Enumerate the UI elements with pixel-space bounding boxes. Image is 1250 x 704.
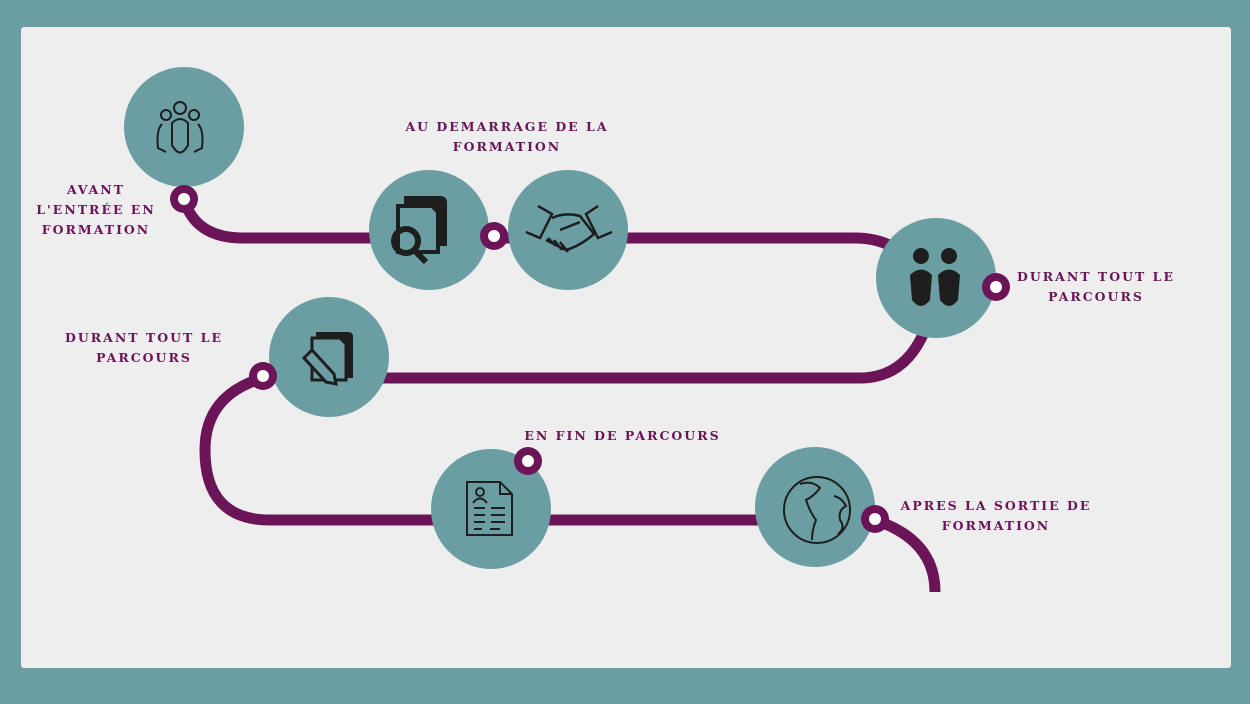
label-line: AVANT [67,182,125,197]
step-label-4: DURANT TOUT LE PARCOURS [1010,267,1182,307]
marker-2 [480,222,508,250]
label-line: L'ENTRÉE EN [36,202,156,217]
label-line: PARCOURS [1048,289,1144,304]
step-label-6: EN FIN DE PARCOURS [520,426,725,446]
label-line: FORMATION [41,222,151,237]
marker-4 [249,362,277,390]
handshake-icon [525,204,613,253]
marker-6 [861,505,889,533]
step-circle-7 [755,447,875,567]
step-circle-4 [876,218,996,338]
document-edit-icon [301,332,353,386]
marker-5 [514,447,542,475]
label-line: EN FIN DE PARCOURS [524,428,721,443]
label-line: AU DEMARRAGE DE LA [405,119,609,134]
label-line: DURANT TOUT LE [1017,269,1175,284]
step-label-7: APRES LA SORTIE DE FORMATION [893,496,1099,536]
path-markers [170,185,1010,533]
label-line: PARCOURS [96,350,192,365]
step-circle-3 [508,170,628,290]
step-label-5: DURANT TOUT LE PARCOURS [58,328,230,368]
step-label-1: AVANT L'ENTRÉE EN FORMATION [28,180,164,240]
step-circle-1 [124,67,244,187]
label-line: FORMATION [941,518,1051,533]
label-line: FORMATION [452,139,562,154]
resume-document-icon [466,481,513,536]
globe-icon [783,476,851,544]
document-search-icon [391,196,447,265]
label-line: DURANT TOUT LE [65,330,223,345]
group-icon [156,101,204,154]
two-people-icon [910,248,960,306]
marker-3 [982,273,1010,301]
marker-1 [170,185,198,213]
label-line: APRES LA SORTIE DE [900,498,1092,513]
step-label-2: AU DEMARRAGE DE LA FORMATION [392,117,622,157]
